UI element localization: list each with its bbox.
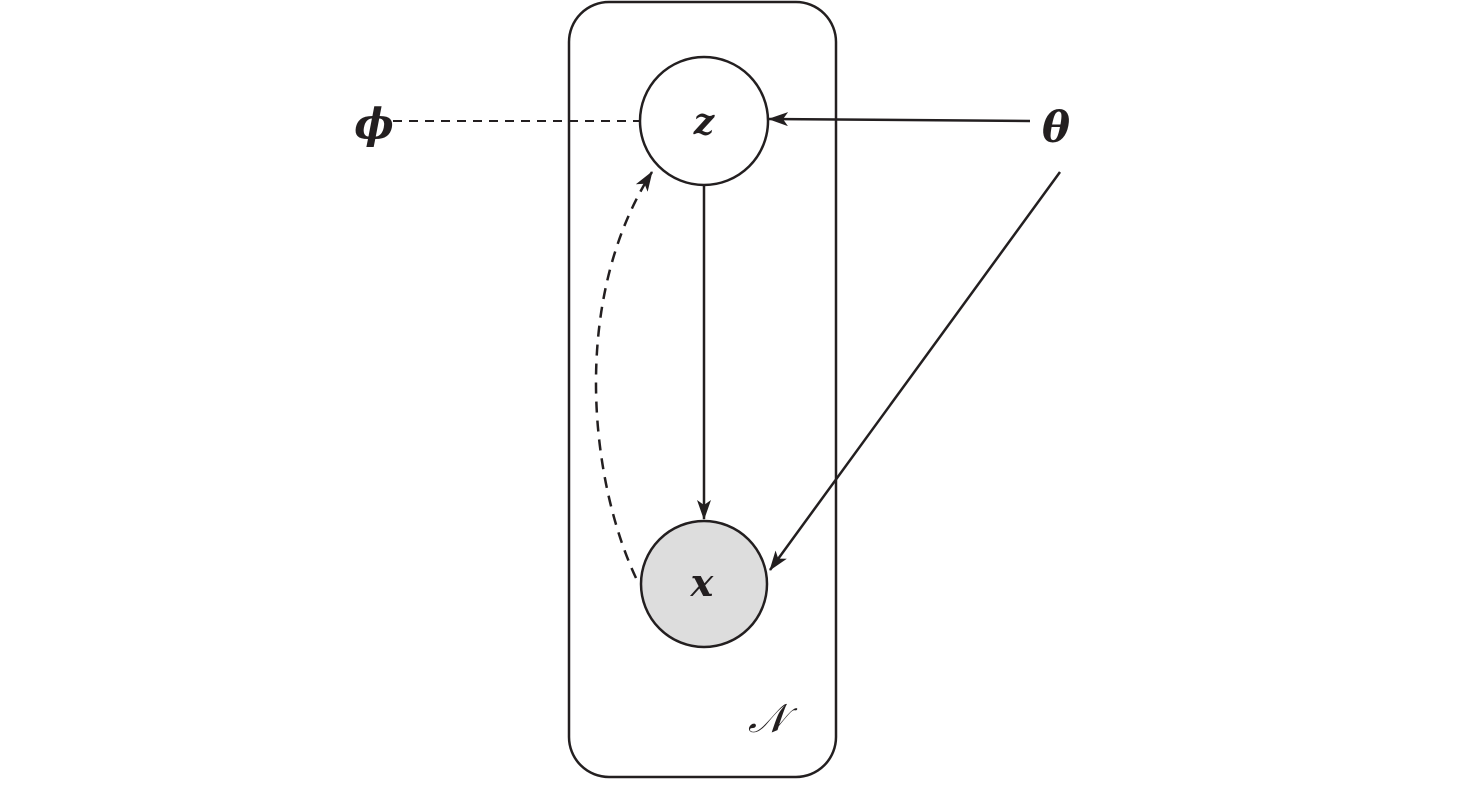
node-z — [638, 55, 770, 187]
node-z-label: z — [693, 101, 716, 143]
edge-x-z-dashed — [594, 171, 654, 579]
param-phi-label: ϕ — [354, 99, 394, 148]
edge-theta-z — [768, 112, 1031, 127]
edge-theta-x — [768, 171, 1062, 571]
node-x-label: x — [690, 560, 715, 605]
plate — [567, 0, 838, 779]
node-x — [639, 519, 769, 649]
param-theta-label: θ — [1042, 103, 1070, 152]
plate-label: 𝒩 — [748, 696, 798, 742]
